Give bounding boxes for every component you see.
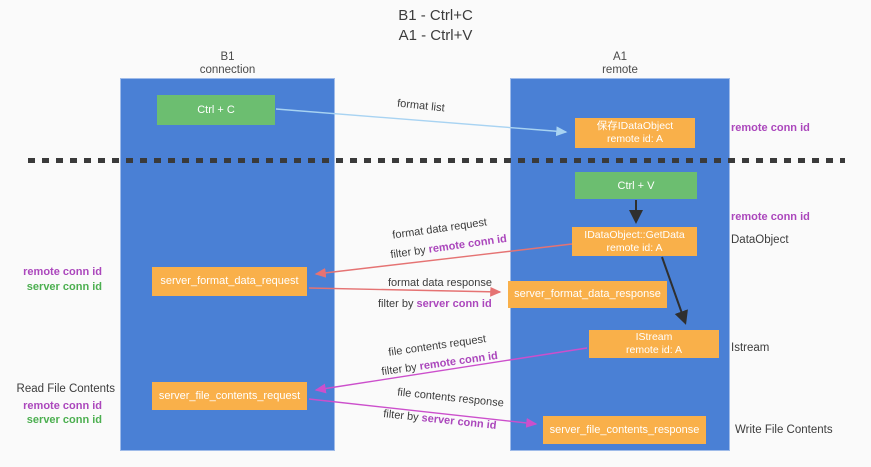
getdata-line2: remote id: A [606, 241, 663, 254]
istream-side-label: Istream [731, 342, 770, 354]
idataobject-getdata-node: IDataObject::GetData remote id: A [572, 227, 697, 256]
left-server-conn-id-top-label: server conn id [26, 281, 102, 293]
filter-key-remote-conn-id: remote conn id [418, 349, 499, 373]
lifeline-header-right: A1 remote [510, 51, 730, 77]
server-file-contents-response-label: server_file_contents_response [549, 423, 700, 436]
right-remote-conn-id-top-label: remote conn id [731, 122, 810, 134]
server-format-data-request-label: server_format_data_request [160, 275, 299, 287]
store-idataobject-node: 保存IDataObject remote id: A [575, 118, 695, 148]
format-data-response-label: format data response [388, 277, 492, 289]
lifeline-right-role: remote [602, 64, 638, 76]
right-remote-conn-id-mid-label: remote conn id [731, 211, 810, 223]
filter-key-server-conn-id: server conn id [420, 412, 498, 432]
getdata-line1: IDataObject::GetData [584, 228, 685, 241]
title-line-2: A1 - Ctrl+V [398, 27, 473, 44]
filter-prefix: filter by [389, 243, 430, 262]
server-format-data-request-node: server_format_data_request [152, 267, 307, 296]
server-file-contents-request-node: server_file_contents_request [152, 382, 307, 410]
format-list-label: format list [396, 97, 446, 115]
filter-prefix: filter by [382, 408, 423, 425]
write-file-contents-label: Write File Contents [735, 424, 833, 436]
filter-key-server-conn-id: server conn id [416, 298, 492, 310]
server-format-data-response-node: server_format_data_response [508, 281, 667, 308]
store-idataobject-line1: 保存IDataObject [596, 120, 674, 132]
lifeline-left-role: connection [199, 64, 256, 76]
phase-separator-dashed-line [28, 158, 845, 163]
file-contents-response-label: file contents response [396, 386, 505, 410]
ctrl-c-label: Ctrl + C [197, 104, 235, 116]
ctrl-v-node: Ctrl + V [575, 172, 697, 199]
store-idataobject-line2: remote id: A [606, 133, 664, 145]
filter-prefix: filter by [378, 298, 417, 310]
server-file-contents-response-node: server_file_contents_response [543, 416, 706, 444]
format-data-response-filter-label: filter by server conn id [378, 298, 492, 310]
server-format-data-response-label: server_format_data_response [514, 288, 661, 300]
ctrl-v-label: Ctrl + V [617, 179, 655, 192]
istream-line1: IStream [635, 331, 673, 343]
filter-key-remote-conn-id: remote conn id [427, 232, 508, 256]
istream-line2: remote id: A [625, 344, 683, 356]
left-server-conn-id-bottom-label: server conn id [26, 414, 102, 426]
file-contents-response-filter-label: filter by server conn id [383, 408, 497, 432]
filter-prefix: filter by [380, 360, 421, 379]
istream-node: IStream remote id: A [589, 330, 719, 358]
server-file-contents-request-label: server_file_contents_request [158, 389, 301, 402]
read-file-contents-label: Read File Contents [16, 383, 115, 395]
title-line-1: B1 - Ctrl+C [398, 7, 473, 24]
left-remote-conn-id-bottom-label: remote conn id [23, 400, 102, 412]
diagram-title: B1 - Ctrl+C A1 - Ctrl+V [0, 6, 871, 46]
dataobject-label: DataObject [731, 234, 789, 246]
lifeline-header-left: B1 connection [120, 51, 335, 77]
lifeline-left-name: B1 [220, 51, 235, 63]
lifeline-right-name: A1 [612, 51, 628, 63]
ctrl-c-node: Ctrl + C [157, 95, 275, 125]
left-remote-conn-id-top-label: remote conn id [23, 266, 102, 278]
